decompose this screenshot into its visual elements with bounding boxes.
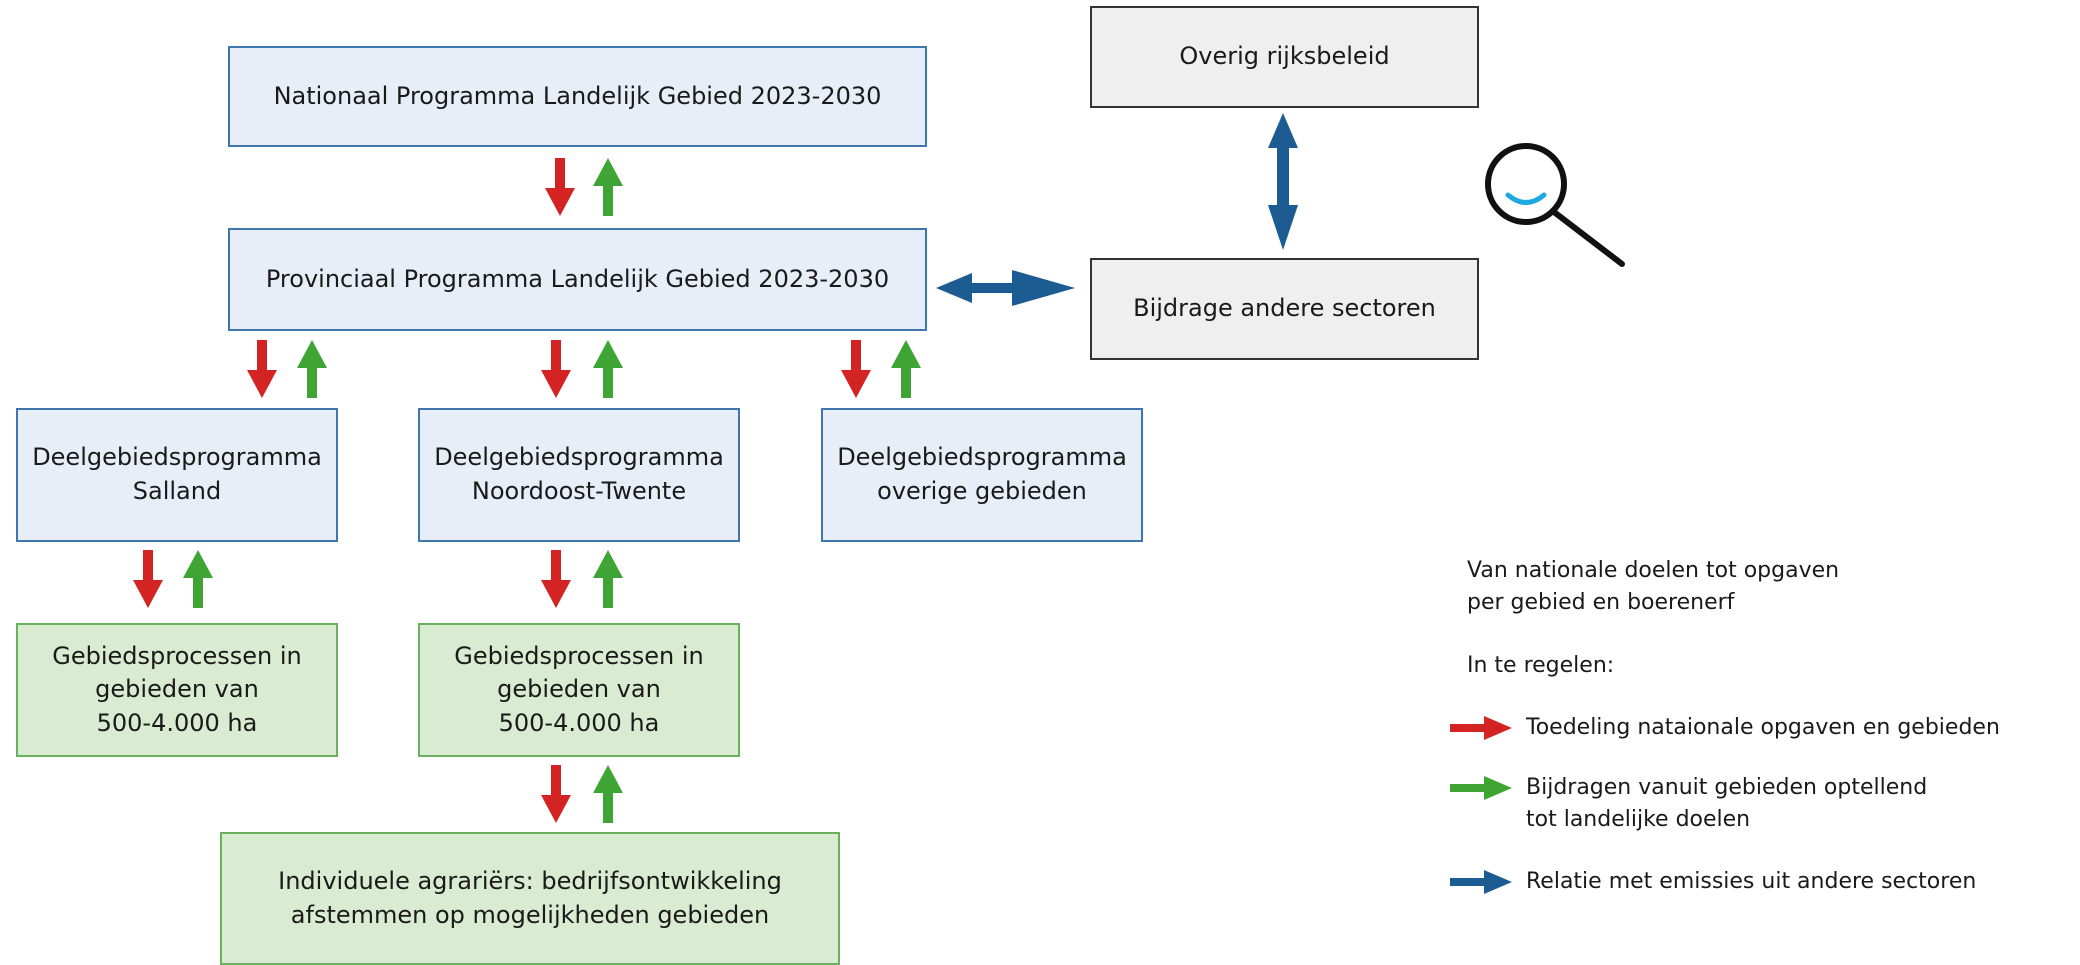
- box-gebiedsprocessen-2: Gebiedsprocessen in gebieden van 500-4.0…: [418, 623, 740, 757]
- legend-item-red: Toedeling nataionale opgaven en gebieden: [1450, 712, 2000, 744]
- legend-item-blue: Relatie met emissies uit andere sectoren: [1450, 866, 1976, 898]
- arrow-double-blue-vertical: [1268, 113, 1298, 250]
- legend-subheading: In te regelen:: [1467, 653, 1615, 678]
- arrow-down-red: [541, 340, 571, 398]
- red-arrow-icon: [1450, 716, 1512, 740]
- arrow-down-red: [541, 765, 571, 823]
- arrow-up-green: [593, 765, 623, 823]
- arrow-up-green: [297, 340, 327, 398]
- legend-intro: Van nationale doelen tot opgaven per geb…: [1467, 558, 1840, 615]
- box-deelgebied-noordoost-twente: Deelgebiedsprogramma Noordoost-Twente: [418, 408, 740, 542]
- legend-label-green: Bijdragen vanuit gebieden optellend tot …: [1526, 775, 1928, 832]
- box-national-programme: Nationaal Programma Landelijk Gebied 202…: [228, 46, 927, 147]
- arrow-up-green: [593, 340, 623, 398]
- arrow-down-red: [541, 550, 571, 608]
- box-deelgebied-salland: Deelgebiedsprogramma Salland: [16, 408, 338, 542]
- box-gebiedsprocessen-1: Gebiedsprocessen in gebieden van 500-4.0…: [16, 623, 338, 757]
- box-provincial-programme: Provinciaal Programma Landelijk Gebied 2…: [228, 228, 927, 331]
- legend-label-blue: Relatie met emissies uit andere sectoren: [1526, 869, 1977, 894]
- box-individuele-agrariers: Individuele agrariërs: bedrijfsontwikkel…: [220, 832, 840, 965]
- search-icon[interactable]: [1482, 140, 1630, 270]
- box-overig-rijksbeleid: Overig rijksbeleid: [1090, 6, 1479, 108]
- legend-label-red: Toedeling nataionale opgaven en gebieden: [1526, 715, 2000, 740]
- arrow-down-red: [841, 340, 871, 398]
- blue-arrow-icon: [1450, 870, 1512, 894]
- box-deelgebied-overige: Deelgebiedsprogramma overige gebieden: [821, 408, 1143, 542]
- arrow-double-blue-horizontal: [936, 270, 1075, 306]
- arrow-up-green: [183, 550, 213, 608]
- arrow-down-red: [247, 340, 277, 398]
- arrow-up-green: [593, 158, 623, 216]
- arrow-down-red: [545, 158, 575, 216]
- arrow-up-green: [593, 550, 623, 608]
- green-arrow-icon: [1450, 776, 1512, 800]
- legend-item-green: Bijdragen vanuit gebieden optellend tot …: [1450, 772, 1927, 836]
- box-bijdrage-andere-sectoren: Bijdrage andere sectoren: [1090, 258, 1479, 360]
- arrow-down-red: [133, 550, 163, 608]
- arrow-up-green: [891, 340, 921, 398]
